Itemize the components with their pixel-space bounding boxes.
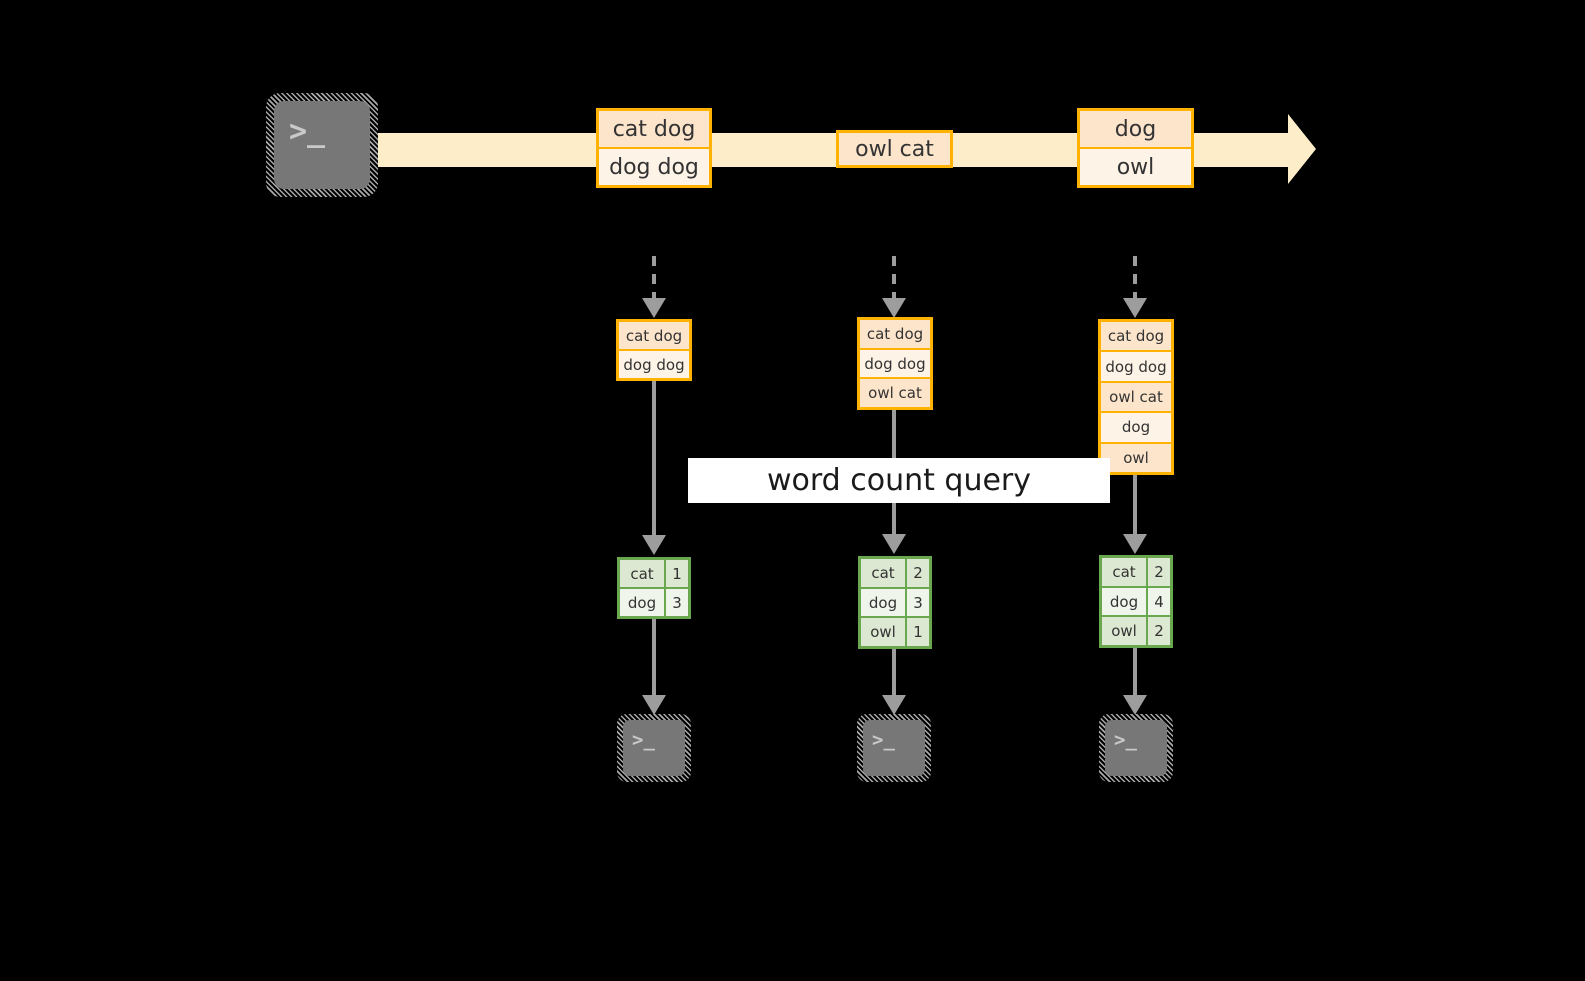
snapshot-2-result-table[interactable]: cat 2 dog 3 owl 1	[858, 556, 932, 649]
query-label-band: word count query	[688, 458, 1110, 503]
result-count: 2	[907, 559, 929, 587]
snapshot-2-output-arrow	[874, 649, 914, 715]
terminal-prompt-icon: >_	[632, 729, 655, 751]
snapshot-2-input-arrow	[874, 256, 914, 318]
source-terminal[interactable]: >_	[266, 93, 378, 197]
snapshot-1-input-arrow	[634, 256, 674, 318]
stream-record-line: owl cat	[839, 133, 950, 165]
result-count: 1	[666, 560, 688, 587]
snapshot-3-output-arrow	[1115, 648, 1155, 715]
table-row: cat 1	[620, 560, 688, 587]
terminal-prompt-icon: >_	[289, 114, 326, 149]
snapshot-1-query-arrow	[634, 381, 674, 556]
buffer-line: owl	[1101, 441, 1171, 473]
snapshot-2-sink-terminal[interactable]: >_	[857, 714, 931, 782]
snapshot-1-output-arrow	[634, 619, 674, 715]
snapshot-3-input-buffer[interactable]: cat dog dog dog owl cat dog owl	[1098, 319, 1174, 475]
terminal-prompt-icon: >_	[872, 729, 895, 751]
table-row: dog 3	[620, 587, 688, 616]
result-count: 2	[1148, 558, 1170, 586]
buffer-line: dog dog	[860, 347, 930, 378]
query-label-text: word count query	[766, 463, 1032, 498]
table-row: dog 3	[861, 586, 929, 617]
stream-record-line: dog	[1080, 111, 1191, 147]
result-count: 3	[666, 589, 688, 616]
buffer-line: cat dog	[860, 320, 930, 348]
terminal-prompt-icon: >_	[1114, 729, 1137, 751]
stream-record-line: owl	[1080, 147, 1191, 185]
result-word: owl	[861, 618, 907, 647]
result-count: 4	[1148, 587, 1170, 616]
snapshot-3-result-table[interactable]: cat 2 dog 4 owl 2	[1099, 555, 1173, 648]
table-row: dog 4	[1102, 585, 1170, 616]
snapshot-1-sink-terminal[interactable]: >_	[617, 714, 691, 782]
result-word: dog	[1102, 587, 1148, 616]
buffer-line: dog dog	[619, 349, 689, 378]
buffer-line: dog	[1101, 411, 1171, 442]
table-row: owl 2	[1102, 615, 1170, 646]
result-count: 3	[907, 588, 929, 617]
snapshot-3-sink-terminal[interactable]: >_	[1099, 714, 1173, 782]
stream-record-group-3[interactable]: dog owl	[1077, 108, 1194, 188]
result-count: 1	[907, 618, 929, 647]
result-word: dog	[861, 588, 907, 617]
buffer-line: cat dog	[619, 322, 689, 349]
result-count: 2	[1148, 617, 1170, 646]
table-row: owl 1	[861, 616, 929, 647]
snapshot-3-input-arrow	[1115, 256, 1155, 318]
terminal-screen: >_	[623, 720, 685, 776]
buffer-line: owl cat	[860, 377, 930, 408]
result-word: cat	[1102, 558, 1148, 586]
buffer-line: owl cat	[1101, 380, 1171, 412]
stream-record-line: dog dog	[599, 147, 709, 185]
stream-record-group-1[interactable]: cat dog dog dog	[596, 108, 712, 188]
terminal-screen: >_	[1105, 720, 1167, 776]
snapshot-1-input-buffer[interactable]: cat dog dog dog	[616, 319, 692, 381]
table-row: cat 2	[1102, 558, 1170, 586]
result-word: cat	[861, 559, 907, 587]
snapshot-2-input-buffer[interactable]: cat dog dog dog owl cat	[857, 317, 933, 410]
stream-record-line: cat dog	[599, 111, 709, 147]
result-word: cat	[620, 560, 666, 587]
stream-record-group-2[interactable]: owl cat	[836, 130, 953, 168]
table-row: cat 2	[861, 559, 929, 587]
result-word: owl	[1102, 617, 1148, 646]
terminal-screen: >_	[274, 101, 370, 189]
result-word: dog	[620, 589, 666, 616]
snapshot-1-result-table[interactable]: cat 1 dog 3	[617, 557, 691, 619]
terminal-screen: >_	[863, 720, 925, 776]
buffer-line: cat dog	[1101, 322, 1171, 351]
buffer-line: dog dog	[1101, 350, 1171, 381]
snapshot-3-query-arrow	[1115, 475, 1155, 555]
stream-arrowhead	[1288, 114, 1316, 184]
